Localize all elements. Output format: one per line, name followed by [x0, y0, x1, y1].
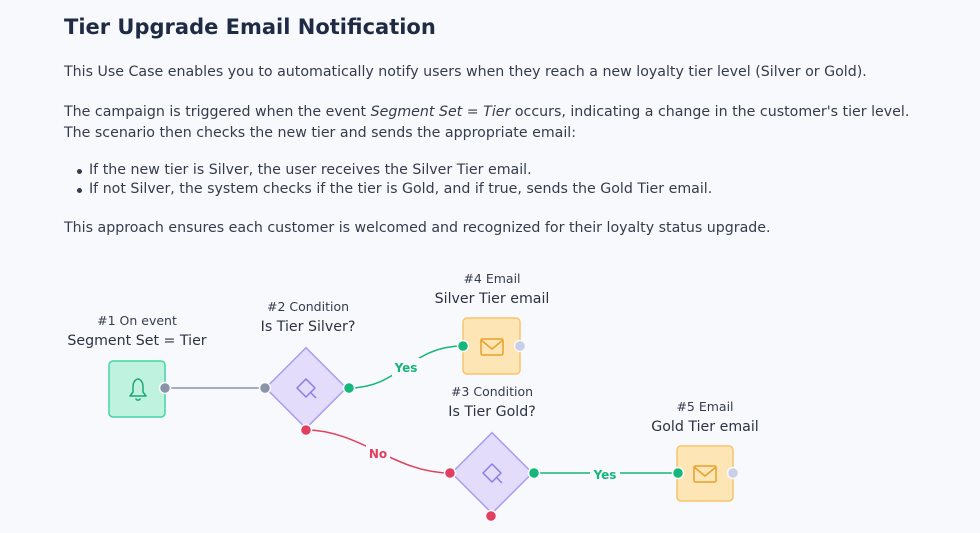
diamond-icon: [482, 463, 503, 484]
input-port[interactable]: [443, 466, 457, 480]
input-port[interactable]: [671, 466, 685, 480]
edge-label-bg: [590, 465, 620, 483]
input-port[interactable]: [258, 381, 272, 395]
output-port[interactable]: [158, 381, 172, 395]
yes-port[interactable]: [527, 466, 541, 480]
bullet-item: If not Silver, the system checks if the …: [64, 180, 712, 199]
node-step: #5 Email: [676, 399, 734, 414]
node-name: Is Tier Silver?: [260, 319, 356, 335]
node-label-5: #5 Email Gold Tier email: [651, 399, 759, 437]
input-port[interactable]: [456, 339, 470, 353]
trigger-paragraph: The campaign is triggered when the event…: [64, 102, 909, 144]
diamond-icon: [296, 378, 317, 399]
trigger-event-name: Segment Set = Tier: [370, 104, 511, 120]
edge-label-bg: [392, 358, 420, 376]
node-name: Segment Set = Tier: [67, 333, 207, 349]
node-step: #2 Condition: [266, 299, 350, 314]
node-label-2: #2 Condition Is Tier Silver?: [261, 299, 356, 337]
envelope-icon: [693, 465, 717, 483]
trigger-text-before: The campaign is triggered when the event: [64, 104, 371, 120]
node-email-4[interactable]: [462, 317, 521, 375]
bullet-item: If the new tier is Silver, the user rece…: [64, 161, 712, 180]
node-step: #3 Condition: [450, 384, 534, 399]
envelope-icon: [480, 338, 504, 356]
node-event-1[interactable]: [108, 360, 166, 418]
trigger-text-after: occurs, indicating a change in the custo…: [510, 104, 910, 120]
trigger-text-line2: The scenario then checks the new tier an…: [64, 125, 576, 141]
node-email-5[interactable]: [676, 445, 734, 502]
edge-label-yes: Yes: [394, 361, 418, 375]
edge-2-to-3-no: [305, 429, 451, 474]
edge-label-no: No: [369, 447, 387, 461]
node-step: #1 On event: [97, 313, 177, 328]
no-port[interactable]: [484, 509, 498, 523]
node-condition-3[interactable]: [450, 431, 534, 515]
node-name: Is Tier Gold?: [448, 404, 536, 420]
page-title: Tier Upgrade Email Notification: [64, 15, 436, 39]
node-name: Gold Tier email: [651, 419, 759, 435]
conclusion-paragraph: This approach ensures each customer is w…: [64, 220, 771, 236]
bell-icon: [129, 378, 147, 401]
node-label-4: #4 Email Silver Tier email: [435, 271, 550, 309]
node-name: Silver Tier email: [434, 291, 550, 307]
intro-paragraph: This Use Case enables you to automatical…: [64, 64, 867, 80]
node-step: #4 Email: [463, 271, 521, 286]
output-port[interactable]: [726, 466, 740, 480]
edge-label-yes: Yes: [593, 468, 617, 482]
edge-label-bg: [366, 444, 390, 462]
yes-port[interactable]: [342, 381, 356, 395]
edge-2-to-4-yes: [348, 345, 464, 389]
bullet-list: If the new tier is Silver, the user rece…: [64, 161, 712, 199]
output-port[interactable]: [513, 339, 527, 353]
node-label-1: #1 On event Segment Set = Tier: [67, 313, 206, 351]
node-condition-2[interactable]: [264, 346, 348, 430]
node-label-3: #3 Condition Is Tier Gold?: [448, 384, 535, 422]
no-port[interactable]: [299, 423, 313, 437]
